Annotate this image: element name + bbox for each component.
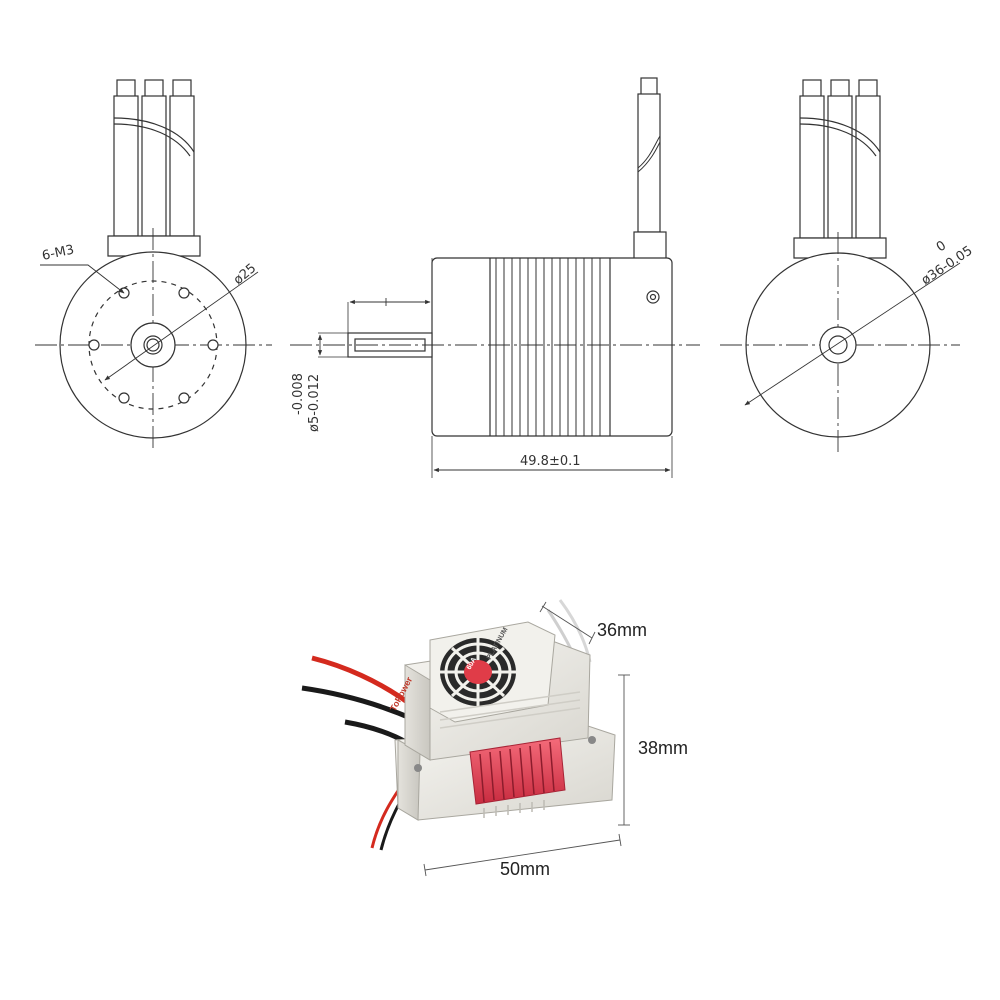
front-view: [35, 79, 272, 452]
front-view-terminal-block: [107, 235, 201, 257]
holes-leader: [40, 264, 125, 294]
front-diameter-label: ø25: [231, 261, 259, 288]
rear-tolerance-upper: 0: [934, 238, 949, 255]
side-view-wire: [637, 93, 661, 233]
rear-view: [720, 79, 961, 452]
esc-width-label: 50mm: [500, 859, 550, 879]
holes-label: 6-M3: [41, 242, 76, 263]
length-label: 49.8±0.1: [520, 454, 581, 469]
esc-dimensions: [423, 601, 630, 877]
shaft-tolerance-lower: ø5-0.012: [307, 374, 322, 432]
esc-unit: 60A PLATINUM: [301, 599, 616, 851]
side-view-fins: [495, 258, 601, 436]
esc-depth-label: 36mm: [597, 620, 647, 640]
front-diameter-leader: [104, 271, 259, 381]
side-view: [290, 77, 700, 478]
shaft-tolerance-upper: -0.008: [291, 373, 306, 415]
esc-fan-hub: [464, 660, 492, 684]
front-view-holes: [88, 287, 219, 404]
front-view-wires: [113, 79, 195, 237]
rear-diameter-leader: [744, 262, 961, 406]
esc-height-label: 38mm: [638, 738, 688, 758]
